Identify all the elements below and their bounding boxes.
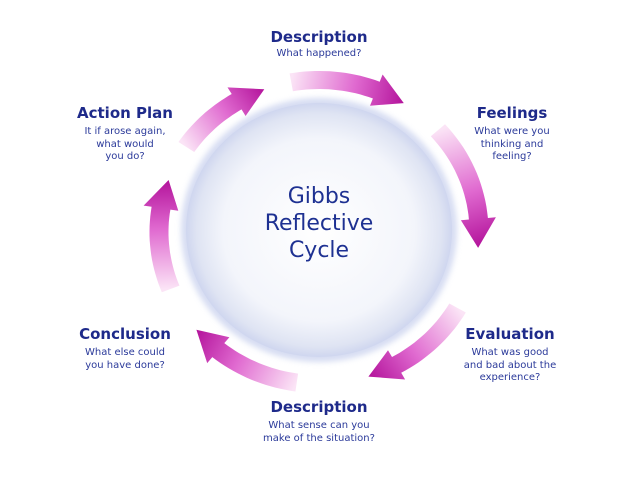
question-line: feeling? (492, 151, 532, 162)
arrow-description-to-conclusion (196, 329, 299, 392)
stage-question: What were you thinking and feeling? (447, 126, 577, 164)
stage-title: Conclusion (79, 325, 171, 343)
center-title-line-3: Cycle (288, 238, 350, 263)
center-title-line-2: Reflective (264, 211, 374, 236)
question-line: thinking and (480, 138, 544, 150)
stage-title: Feelings (476, 104, 548, 122)
stage-evaluation: Evaluation What was good and bad about t… (440, 325, 580, 385)
stage-feelings: Feelings What were you thinking and feel… (447, 104, 577, 164)
arrow-conclusion-to-action-plan (143, 180, 180, 293)
question-line: you have done? (85, 359, 165, 371)
stage-title: Evaluation (465, 325, 555, 343)
stage-question: What else could you have done? (60, 347, 190, 372)
question-line: what would (96, 138, 154, 150)
question-line: and bad about the (463, 359, 557, 371)
center-circle (186, 103, 452, 357)
question-line: What happened? (276, 48, 362, 59)
question-line: What else could (84, 347, 165, 358)
stage-description-top: Description What happened? (239, 28, 399, 61)
question-line: experience? (479, 372, 541, 383)
center-title: Gibbs Reflective Cycle (219, 183, 419, 264)
stage-action-plan: Action Plan It if arose again, what woul… (57, 104, 193, 164)
stage-question: What happened? (239, 48, 399, 61)
stage-title: Action Plan (77, 104, 173, 122)
question-line: It if arose again, (84, 126, 166, 137)
question-line: make of the situation? (263, 432, 375, 444)
question-line: What was good (471, 347, 549, 358)
arrow-action-plan-to-description (178, 87, 265, 152)
stage-title: Description (270, 398, 368, 416)
arrow-evaluation-to-description (368, 303, 466, 380)
stage-title: Description (270, 28, 368, 46)
question-line: What sense can you (268, 420, 370, 431)
stage-description-bottom: Description What sense can you make of t… (234, 398, 404, 445)
stage-conclusion: Conclusion What else could you have done… (60, 325, 190, 372)
cycle-arrows (143, 71, 496, 392)
center-title-line-1: Gibbs (287, 184, 351, 209)
question-line: What were you (474, 126, 550, 137)
stage-question: It if arose again, what would you do? (57, 126, 193, 164)
stage-question: What sense can you make of the situation… (234, 420, 404, 445)
arrow-description-to-feelings (289, 71, 404, 106)
stage-question: What was good and bad about the experien… (440, 347, 580, 385)
arrow-feelings-to-evaluation (430, 124, 496, 248)
question-line: you do? (105, 151, 145, 162)
